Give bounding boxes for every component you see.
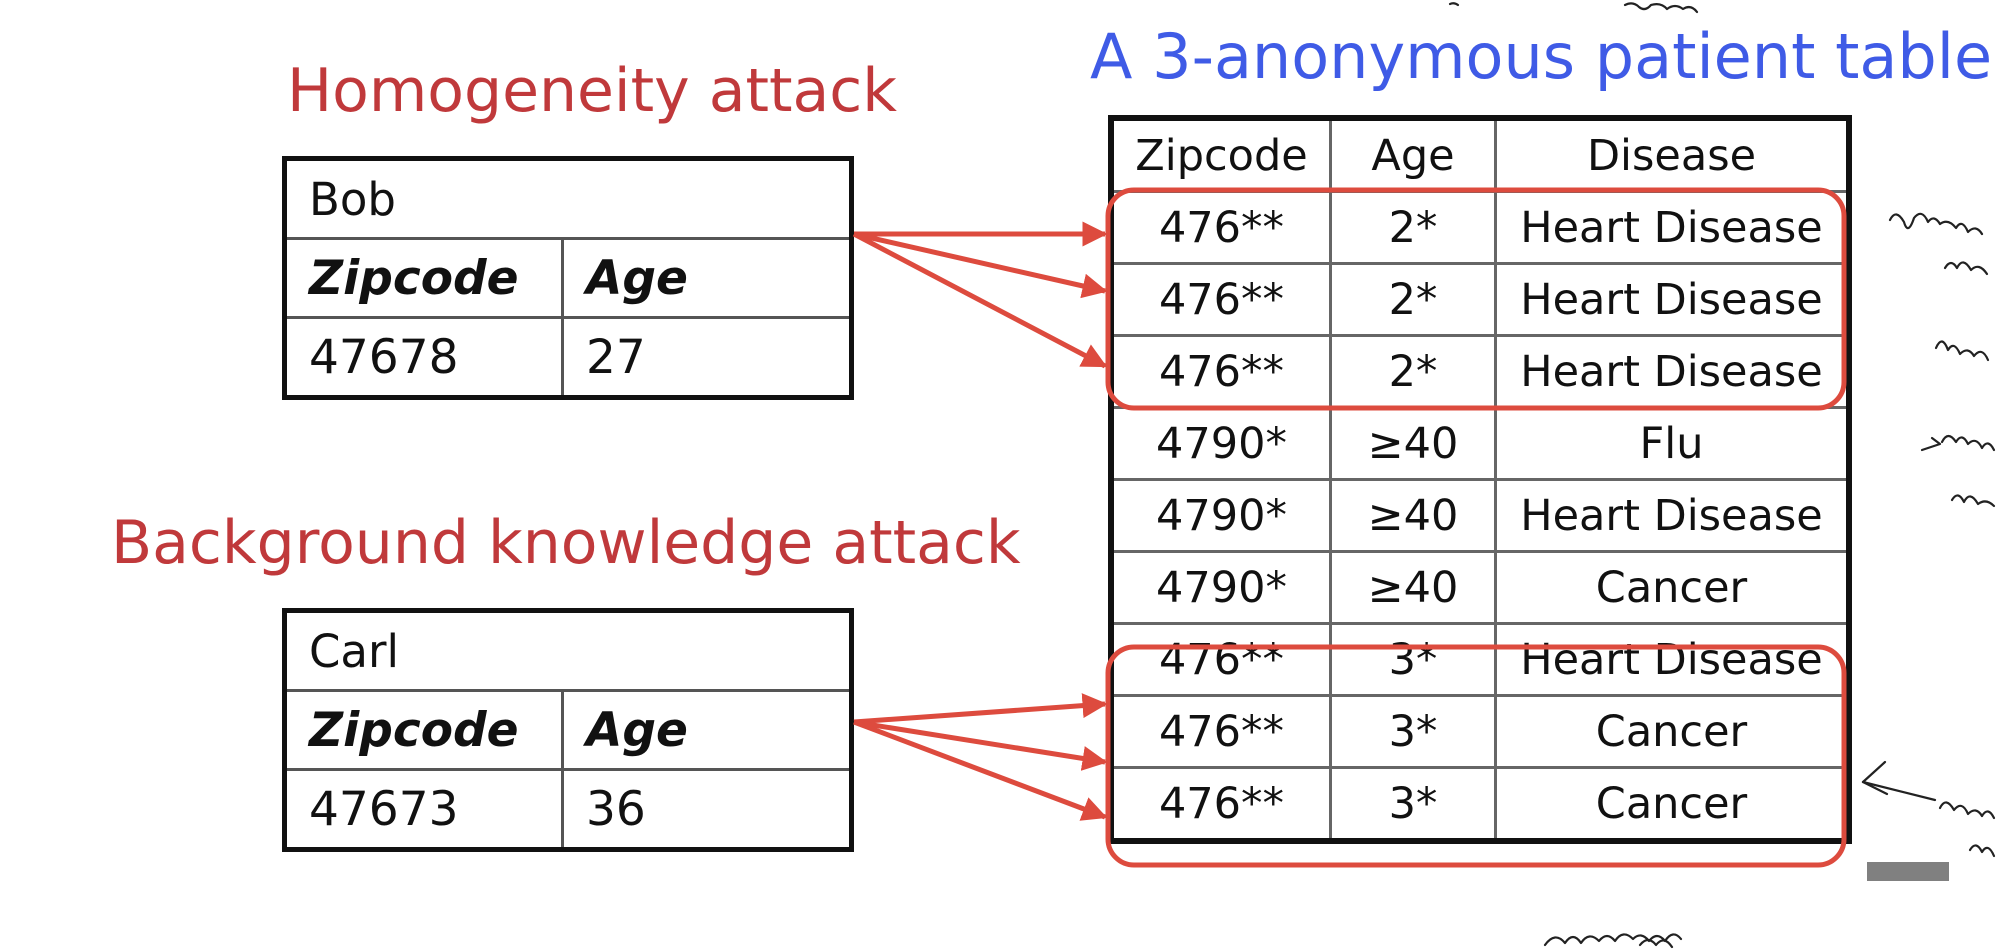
cell-disease: Heart Disease: [1494, 190, 1851, 265]
bob-age: 27: [561, 316, 853, 399]
homogeneity-attack-title: Homogeneity attack: [287, 56, 898, 126]
patient-table: Zipcode Age Disease 476** 2* Heart Disea…: [1108, 115, 1852, 844]
cell-zipcode: 476**: [1109, 694, 1332, 769]
cell-age: ≥40: [1329, 478, 1497, 553]
background-knowledge-attack-title: Background knowledge attack: [111, 508, 1021, 578]
arrow-bob-row-2: [853, 231, 1108, 299]
table-row: 476** 2* Heart Disease: [1109, 262, 1851, 337]
cell-disease: Heart Disease: [1494, 262, 1851, 337]
table-row: 476** 3* Cancer: [1109, 766, 1851, 843]
grey-bar-mark: [1867, 862, 1949, 881]
cell-zipcode: 4790*: [1109, 406, 1332, 481]
cell-zipcode: 476**: [1109, 622, 1332, 697]
cell-age: 3*: [1329, 694, 1497, 769]
cell-disease: Heart Disease: [1494, 334, 1851, 409]
cell-zipcode: 4790*: [1109, 550, 1332, 625]
patient-table-title: A 3-anonymous patient table: [1090, 20, 1993, 93]
carl-zipcode: 47673: [283, 768, 564, 851]
arrow-carl-row-2: [853, 719, 1108, 771]
arrow-carl-row-3: [853, 719, 1108, 821]
carl-record-table: Carl Zipcode Age 47673 36: [282, 608, 854, 852]
bob-record-table: Bob Zipcode Age 47678 27: [282, 156, 854, 400]
cell-zipcode: 476**: [1109, 262, 1332, 337]
cell-age: 2*: [1329, 334, 1497, 409]
carl-name: Carl: [283, 609, 853, 692]
handwritten-notes: [1448, 2, 1996, 949]
cell-age: 3*: [1329, 766, 1497, 843]
carl-age: 36: [561, 768, 853, 851]
arrow-bob-row-3: [852, 231, 1108, 369]
table-row: 4790* ≥40 Heart Disease: [1109, 478, 1851, 553]
bob-age-header: Age: [561, 237, 853, 319]
table-row: 476** 3* Heart Disease: [1109, 622, 1851, 697]
table-row: 476** 2* Heart Disease: [1109, 334, 1851, 409]
cell-zipcode: 4790*: [1109, 478, 1332, 553]
cell-age: 2*: [1329, 190, 1497, 265]
cell-disease: Heart Disease: [1494, 622, 1851, 697]
arrow-carl-row-1: [853, 693, 1108, 725]
highlight-group-background: [1105, 644, 1847, 868]
table-row: 476** 2* Heart Disease: [1109, 190, 1851, 265]
cell-disease: Cancer: [1494, 550, 1851, 625]
highlight-group-homogeneity: [1105, 187, 1847, 411]
cell-zipcode: 476**: [1109, 766, 1332, 843]
cell-disease: Cancer: [1494, 694, 1851, 769]
cell-age: 2*: [1329, 262, 1497, 337]
bob-zipcode: 47678: [283, 316, 564, 399]
bob-name: Bob: [283, 157, 853, 240]
table-row: 4790* ≥40 Flu: [1109, 406, 1851, 481]
patient-table-header-row: Zipcode Age Disease: [1109, 116, 1851, 193]
cell-zipcode: 476**: [1109, 334, 1332, 409]
carl-zipcode-header: Zipcode: [283, 689, 564, 771]
cell-age: ≥40: [1329, 550, 1497, 625]
table-row: 476** 3* Cancer: [1109, 694, 1851, 769]
cell-age: 3*: [1329, 622, 1497, 697]
carl-age-header: Age: [561, 689, 853, 771]
bob-zipcode-header: Zipcode: [283, 237, 564, 319]
cell-disease: Cancer: [1494, 766, 1851, 843]
cell-zipcode: 476**: [1109, 190, 1332, 265]
cell-disease: Heart Disease: [1494, 478, 1851, 553]
header-age: Age: [1329, 116, 1497, 193]
table-row: 4790* ≥40 Cancer: [1109, 550, 1851, 625]
